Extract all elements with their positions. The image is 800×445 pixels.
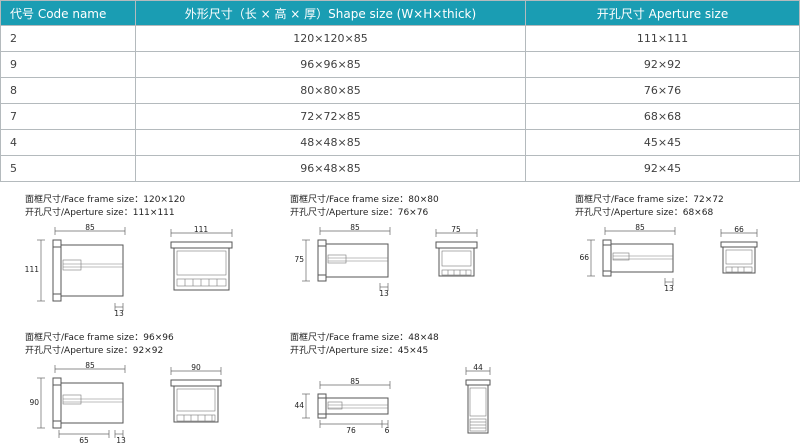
dimension-label: 66 xyxy=(734,225,744,234)
front-view-drawing: 111 xyxy=(170,225,233,291)
aperture-size-label: 开孔尺寸/Aperture size：92×92 xyxy=(25,346,164,357)
drawing-group-96x96: 面框尺寸/Face frame size：96×96 开孔尺寸/Aperture… xyxy=(25,332,290,445)
dimension-label: 85 xyxy=(85,361,95,370)
face-frame-size-label: 面框尺寸/Face frame size：80×80 xyxy=(290,195,439,205)
drawing-row-2: 面框尺寸/Face frame size：96×96 开孔尺寸/Aperture… xyxy=(25,332,800,445)
header-code-name: 代号 Code name xyxy=(0,0,136,26)
header-shape-size: 外形尺寸（长 × 高 × 厚）Shape size (W×H×thick) xyxy=(135,0,526,26)
code-cell: 9 xyxy=(0,51,136,78)
front-view-drawing: 75 xyxy=(435,225,478,277)
dimension-label: 85 xyxy=(350,223,360,232)
header-aperture-size: 开孔尺寸 Aperture size xyxy=(525,0,800,26)
dimension-label: 85 xyxy=(635,223,645,232)
aperture-size-label: 开孔尺寸/Aperture size：45×45 xyxy=(290,346,429,357)
table-row: 5 96×48×85 92×45 xyxy=(0,155,800,182)
face-frame-size-label: 面框尺寸/Face frame size：72×72 xyxy=(575,195,724,205)
dimension-label: 65 xyxy=(79,436,89,445)
side-view-drawing: 85 44 76 6 xyxy=(294,377,391,435)
shape-size-cell: 96×96×85 xyxy=(135,51,526,78)
side-view-drawing: 85 90 65 13 xyxy=(29,361,126,445)
dimension-label: 90 xyxy=(191,363,201,372)
dimension-label: 13 xyxy=(114,309,124,318)
aperture-size-label: 开孔尺寸/Aperture size：111×111 xyxy=(25,208,175,219)
code-cell: 2 xyxy=(0,25,136,52)
aperture-cell: 92×45 xyxy=(525,155,800,182)
code-cell: 5 xyxy=(0,155,136,182)
table-row: 9 96×96×85 92×92 xyxy=(0,51,800,78)
shape-size-cell: 48×48×85 xyxy=(135,129,526,156)
aperture-size-label: 开孔尺寸/Aperture size：76×76 xyxy=(290,208,429,219)
code-cell: 7 xyxy=(0,103,136,130)
dimension-drawings: 面框尺寸/Face frame size：120×120 开孔尺寸/Apertu… xyxy=(0,182,800,445)
dimension-label: 85 xyxy=(85,223,95,232)
dimension-label: 6 xyxy=(385,426,390,435)
aperture-cell: 111×111 xyxy=(525,25,800,52)
dimension-label: 75 xyxy=(451,225,461,234)
dimension-label: 13 xyxy=(664,284,674,293)
dimension-label: 76 xyxy=(346,426,356,435)
drawing-group-80x80: 面框尺寸/Face frame size：80×80 开孔尺寸/Aperture… xyxy=(290,194,575,318)
front-view-drawing: 44 xyxy=(465,363,491,434)
dimension-label: 13 xyxy=(116,436,126,445)
aperture-size-label: 开孔尺寸/Aperture size：68×68 xyxy=(575,208,714,219)
shape-size-cell: 80×80×85 xyxy=(135,77,526,104)
dimension-label: 85 xyxy=(350,377,360,386)
side-view-drawing: 85 111 13 xyxy=(25,223,126,318)
drawing-group-120x120: 面框尺寸/Face frame size：120×120 开孔尺寸/Apertu… xyxy=(25,194,290,318)
drawing-group-72x72: 面框尺寸/Face frame size：72×72 开孔尺寸/Aperture… xyxy=(575,194,769,318)
dimension-label: 66 xyxy=(579,253,589,262)
drawing-labels: 面框尺寸/Face frame size：72×72 开孔尺寸/Aperture… xyxy=(575,194,769,220)
drawing-labels: 面框尺寸/Face frame size：96×96 开孔尺寸/Aperture… xyxy=(25,332,290,358)
face-frame-size-label: 面框尺寸/Face frame size：96×96 xyxy=(25,333,174,344)
dimension-label: 90 xyxy=(29,398,39,407)
shape-size-cell: 72×72×85 xyxy=(135,103,526,130)
dimension-label: 44 xyxy=(473,363,483,372)
aperture-cell: 45×45 xyxy=(525,129,800,156)
side-view-drawing: 85 66 13 xyxy=(579,223,676,293)
shape-size-cell: 96×48×85 xyxy=(135,155,526,182)
drawing-labels: 面框尺寸/Face frame size：120×120 开孔尺寸/Apertu… xyxy=(25,194,290,220)
code-cell: 8 xyxy=(0,77,136,104)
drawing-row-1: 面框尺寸/Face frame size：120×120 开孔尺寸/Apertu… xyxy=(25,194,800,318)
side-view-drawing: 85 75 13 xyxy=(294,223,391,298)
dimension-label: 75 xyxy=(294,255,304,264)
dimension-label: 111 xyxy=(194,225,209,234)
spec-table: 代号 Code name 外形尺寸（长 × 高 × 厚）Shape size (… xyxy=(0,0,800,182)
dimension-label: 111 xyxy=(25,265,40,274)
dimension-label: 13 xyxy=(379,289,389,298)
front-view-drawing: 66 xyxy=(720,225,758,274)
drawing-labels: 面框尺寸/Face frame size：48×48 开孔尺寸/Aperture… xyxy=(290,332,575,358)
shape-size-cell: 120×120×85 xyxy=(135,25,526,52)
table-row: 4 48×48×85 45×45 xyxy=(0,129,800,156)
aperture-cell: 76×76 xyxy=(525,77,800,104)
table-row: 7 72×72×85 68×68 xyxy=(0,103,800,130)
face-frame-size-label: 面框尺寸/Face frame size：48×48 xyxy=(290,333,439,344)
code-cell: 4 xyxy=(0,129,136,156)
drawing-group-48x48: 面框尺寸/Face frame size：48×48 开孔尺寸/Aperture… xyxy=(290,332,575,445)
aperture-cell: 68×68 xyxy=(525,103,800,130)
table-row: 2 120×120×85 111×111 xyxy=(0,25,800,52)
table-header-row: 代号 Code name 外形尺寸（长 × 高 × 厚）Shape size (… xyxy=(0,0,800,26)
face-frame-size-label: 面框尺寸/Face frame size：120×120 xyxy=(25,195,186,205)
table-row: 8 80×80×85 76×76 xyxy=(0,77,800,104)
drawing-labels: 面框尺寸/Face frame size：80×80 开孔尺寸/Aperture… xyxy=(290,194,575,220)
aperture-cell: 92×92 xyxy=(525,51,800,78)
front-view-drawing: 90 xyxy=(170,363,222,423)
dimension-label: 44 xyxy=(294,401,304,410)
